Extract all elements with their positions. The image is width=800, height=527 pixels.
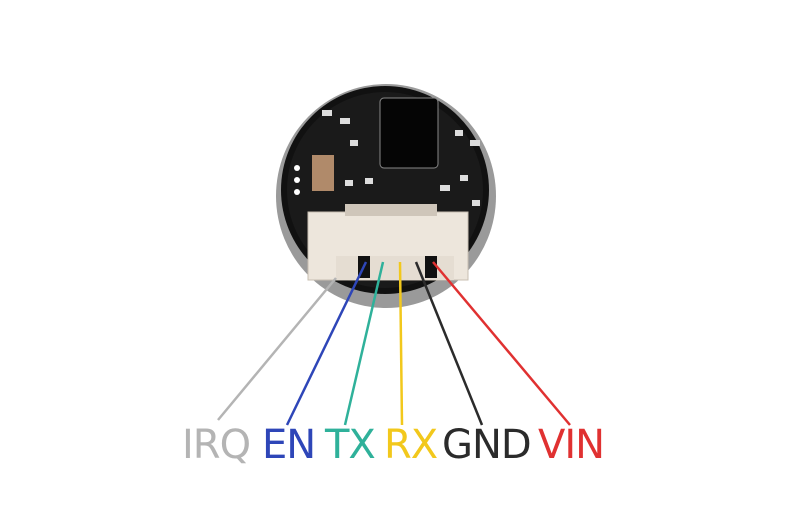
wire-gnd xyxy=(414,261,484,426)
pin-label-en: EN xyxy=(262,422,316,468)
wire-en xyxy=(285,261,368,426)
pin-label-vin: VIN xyxy=(538,422,605,468)
pin-label-tx: TX xyxy=(325,422,376,468)
wire-tx xyxy=(343,261,385,426)
pin-label-rx: RX xyxy=(384,422,438,468)
wire-irq xyxy=(217,277,337,421)
chip xyxy=(379,97,439,169)
wire-rx xyxy=(398,261,404,426)
wire-lines xyxy=(217,261,571,426)
pin-label-irq: IRQ xyxy=(182,422,251,468)
pin-label-gnd: GND xyxy=(442,422,532,468)
wire-vin xyxy=(432,261,571,426)
capacitor xyxy=(312,155,334,191)
